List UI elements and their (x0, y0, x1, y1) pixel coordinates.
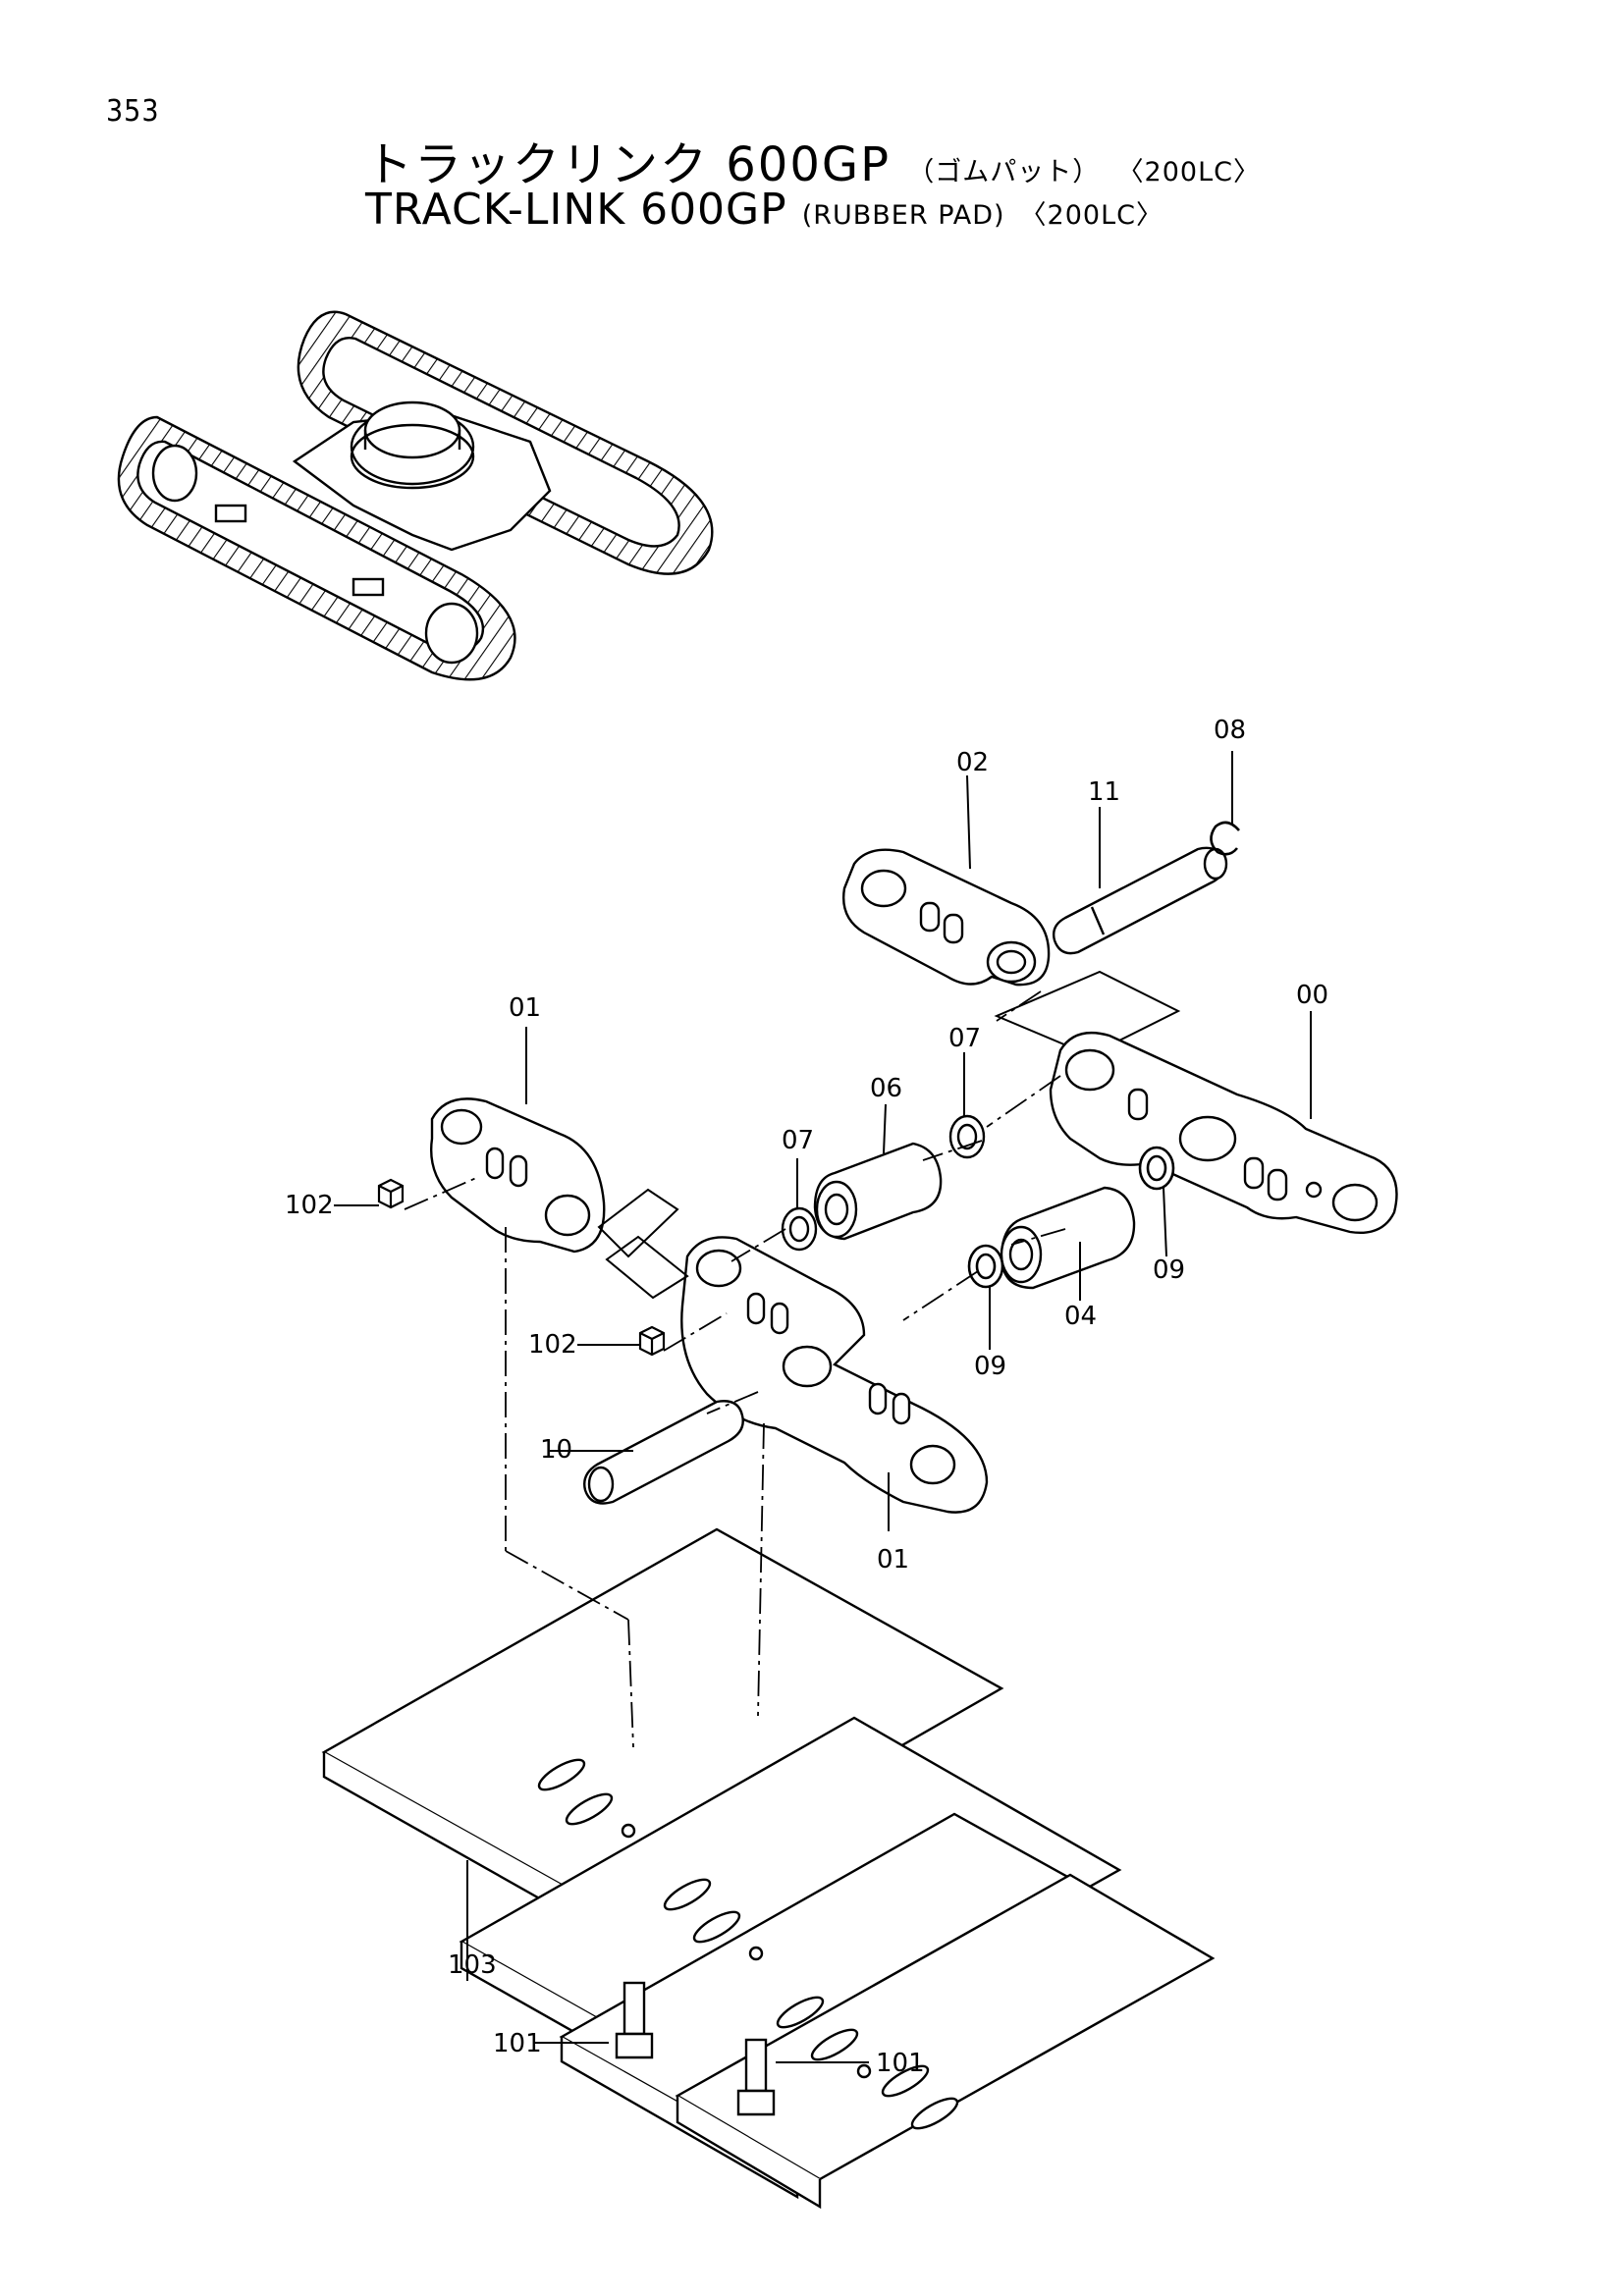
title-jp-model: 〈200LC〉 (1116, 157, 1261, 187)
callout-102-lower: 102 (528, 1330, 577, 1360)
callout-11: 11 (1088, 777, 1120, 807)
bushing-04-icon (1000, 1186, 1136, 1290)
title-en-sub: (RUBBER PAD) (801, 200, 1005, 231)
title-english: TRACK-LINK 600GP (RUBBER PAD) 〈200LC〉 (365, 185, 1163, 235)
callout-01-upper: 01 (509, 993, 541, 1023)
title-en-model: 〈200LC〉 (1019, 200, 1163, 231)
center-lines (404, 990, 1066, 1748)
bolt-101-icon (615, 1981, 776, 2116)
leader-lines (334, 751, 1312, 2063)
callout-07-lower: 07 (782, 1126, 814, 1155)
title-japanese: トラックリンク 600GP （ゴムパット） 〈200LC〉 (365, 126, 1261, 194)
seal-07-icon (781, 1114, 986, 1252)
master-pin-11-icon (1052, 846, 1228, 955)
callout-10: 10 (540, 1435, 572, 1465)
callout-06: 06 (870, 1074, 902, 1103)
callout-09-right: 09 (1153, 1255, 1185, 1285)
callout-101-left: 101 (493, 2029, 542, 2058)
bushing-06-icon (813, 1142, 943, 1241)
callout-101-right: 101 (876, 2049, 925, 2078)
callout-07-upper: 07 (948, 1024, 981, 1053)
callout-00: 00 (1296, 981, 1328, 1010)
title-en-main: TRACK-LINK 600GP (365, 185, 787, 235)
track-pin-10-icon (583, 1400, 744, 1505)
callout-04: 04 (1064, 1302, 1097, 1331)
seal-09-icon (967, 1146, 1175, 1289)
page-number: 353 (106, 94, 160, 129)
callout-02: 02 (956, 748, 989, 777)
callout-103: 103 (448, 1950, 497, 1980)
title-jp-main: トラックリンク 600GP (365, 137, 892, 192)
track-link-00-icon (1049, 1031, 1398, 1234)
link-01b-shadow (605, 1235, 689, 1300)
master-link-02-icon (842, 848, 1051, 987)
track-link-01-lower-icon (680, 1236, 989, 1514)
snap-ring-08-icon (1210, 821, 1240, 856)
master-link-shadow (994, 970, 1181, 1057)
callout-102-upper: 102 (285, 1191, 334, 1220)
callout-09-center: 09 (974, 1352, 1006, 1381)
track-link-01-upper-icon (430, 1097, 606, 1254)
link-01-shadow (597, 1188, 679, 1258)
nut-102-icon (377, 1178, 666, 1357)
title-jp-sub: （ゴムパット） (907, 157, 1101, 187)
callout-01-lower: 01 (877, 1545, 909, 1575)
undercarriage-overview-icon (117, 310, 714, 681)
callout-08: 08 (1214, 716, 1246, 745)
